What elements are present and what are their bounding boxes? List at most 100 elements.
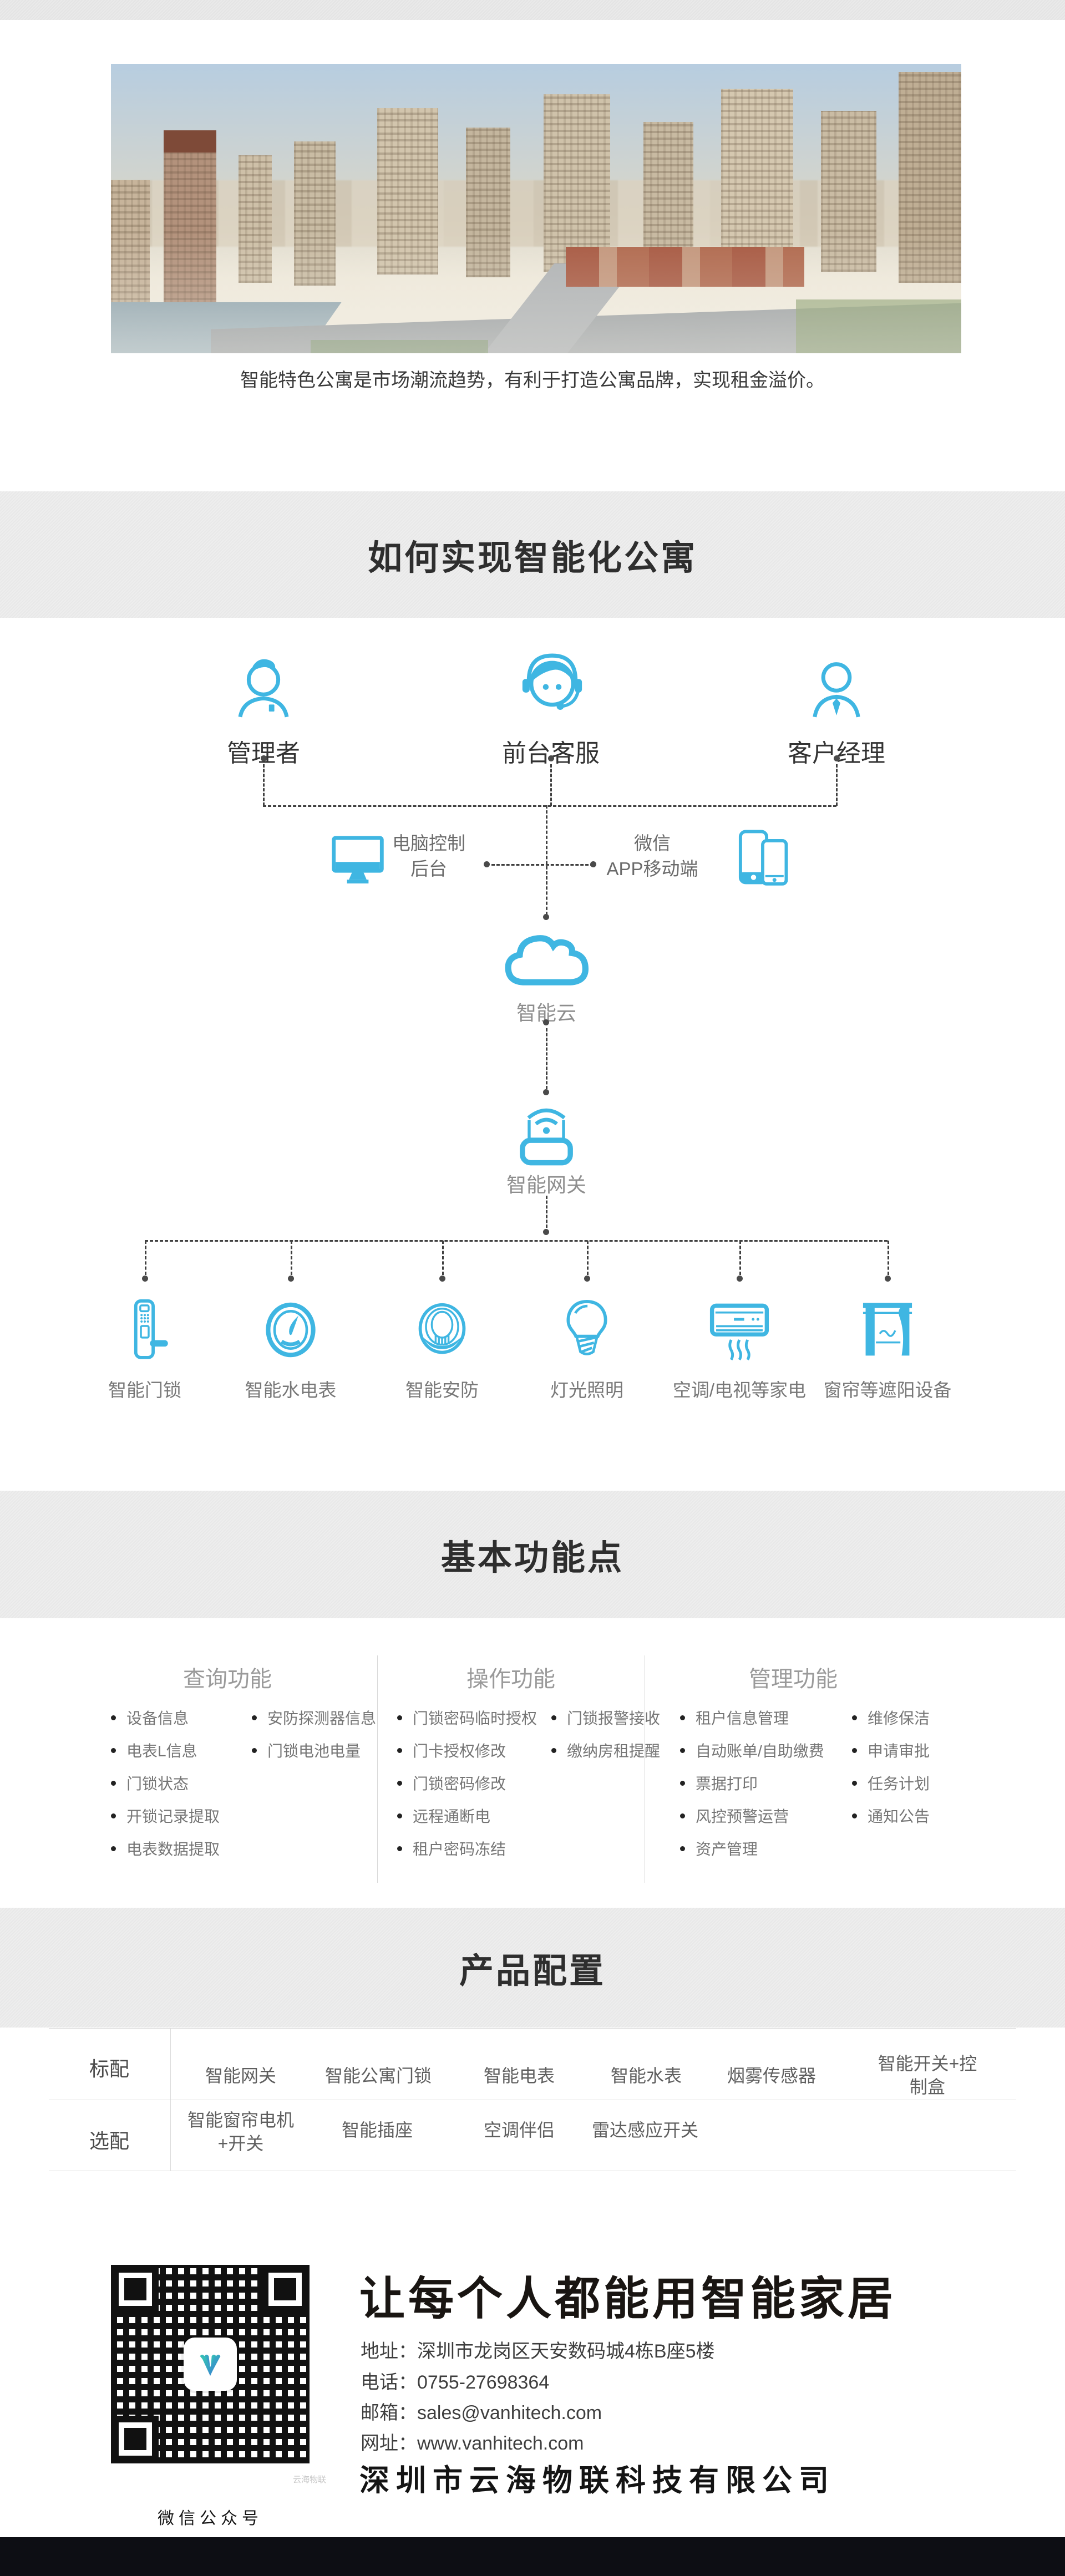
table-divider	[170, 2028, 171, 2171]
connector-dot	[737, 1276, 743, 1282]
hero-photo	[111, 64, 961, 353]
connector-line	[442, 1241, 444, 1275]
connector-line	[546, 1028, 547, 1089]
list-item: 门锁状态	[106, 1775, 220, 1793]
qr-finder-icon	[112, 2266, 159, 2313]
connector-line	[145, 1241, 146, 1275]
section-title-features: 基本功能点	[440, 1539, 624, 1577]
list-item: 申请审批	[848, 1742, 930, 1760]
row-label-optional: 选配	[89, 2130, 129, 2152]
query-function-list-left: 设备信息 电表L信息 门锁状态 开锁记录提取 电表数据提取	[106, 1709, 220, 1873]
light-bulb-icon	[555, 1297, 619, 1363]
photo-green	[311, 340, 488, 353]
section-band-how: 如何实现智能化公寓	[0, 491, 1065, 618]
section-title-how: 如何实现智能化公寓	[367, 539, 697, 577]
query-function-list-right: 安防探测器信息 门锁电池电量	[247, 1709, 376, 1775]
device-label-meter: 智能水电表	[245, 1380, 337, 1400]
photo-tower	[164, 130, 216, 313]
phone-line: 电话：0755-27698364	[361, 2372, 550, 2393]
list-item: 开锁记录提取	[106, 1807, 220, 1826]
product-item: 智能开关+控制盒	[878, 2054, 977, 2097]
list-item: 资产管理	[676, 1840, 824, 1858]
photo-tower	[643, 122, 693, 266]
connector-dot	[288, 1276, 294, 1282]
qr-finder-icon	[262, 2266, 308, 2313]
list-item: 票据打印	[676, 1775, 824, 1793]
function-column-title-query: 查询功能	[183, 1667, 272, 1691]
connector-dot	[590, 861, 596, 867]
operate-function-list-left: 门锁密码临时授权 门卡授权修改 门锁密码修改 远程通断电 租户密码冻结	[393, 1709, 537, 1873]
wechat-label-line1: 微信	[634, 833, 671, 853]
top-texture-strip	[0, 0, 1065, 20]
list-item: 设备信息	[106, 1709, 220, 1728]
list-item: 电表数据提取	[106, 1840, 220, 1858]
function-column-title-manage: 管理功能	[749, 1667, 838, 1691]
connector-line	[291, 1241, 292, 1275]
account-manager-icon	[798, 653, 875, 731]
product-item: 智能网关	[205, 2066, 277, 2086]
photo-tower	[377, 108, 438, 275]
product-item: 智能公寓门锁	[324, 2066, 432, 2086]
list-item: 缴纳房租提醒	[547, 1742, 660, 1760]
vanhi-logo-icon	[184, 2338, 237, 2391]
gateway-label: 智能网关	[506, 1173, 586, 1196]
product-item: 空调伴侣	[483, 2120, 555, 2140]
product-item: 智能窗帘电机+开关	[187, 2110, 294, 2153]
connector-dot	[834, 755, 840, 761]
connector-dot	[261, 755, 267, 761]
website-line: 网址：www.vanhitech.com	[361, 2433, 584, 2454]
connector-line	[491, 864, 594, 866]
section-title-products: 产品配置	[459, 1952, 606, 1990]
photo-tower	[466, 128, 510, 277]
connector-dot	[543, 914, 549, 920]
list-item: 门卡授权修改	[393, 1742, 537, 1760]
connector-line	[550, 764, 552, 806]
connector-line	[145, 1240, 888, 1242]
connector-line	[739, 1241, 741, 1275]
list-item: 风控预警运营	[676, 1807, 824, 1826]
photo-tower	[721, 89, 793, 272]
device-label-security: 智能安防	[405, 1380, 479, 1400]
curtain-icon	[855, 1297, 920, 1363]
computer-label-line1: 电脑控制	[392, 833, 465, 853]
connector-dot	[885, 1276, 891, 1282]
photo-green	[796, 299, 961, 353]
photo-tower	[239, 155, 272, 283]
list-item: 门锁密码修改	[393, 1775, 537, 1793]
role-label-account: 客户经理	[788, 740, 885, 767]
connector-line	[546, 1196, 547, 1228]
list-item: 门锁密码临时授权	[393, 1709, 537, 1728]
computer-backend-label: 电脑控制 后台	[365, 831, 493, 882]
device-label-lock: 智能门锁	[108, 1380, 181, 1400]
product-item: 智能插座	[341, 2120, 413, 2140]
section-band-products: 产品配置	[0, 1908, 1065, 2028]
list-item: 租户信息管理	[676, 1709, 824, 1728]
list-item: 门锁报警接收	[547, 1709, 660, 1728]
list-item: 安防探测器信息	[247, 1709, 376, 1728]
qr-finder-icon	[112, 2416, 159, 2462]
photo-tower	[899, 72, 961, 283]
table-line	[49, 2028, 1016, 2029]
section-band-features: 基本功能点	[0, 1491, 1065, 1618]
row-label-standard: 标配	[89, 2057, 129, 2080]
footer-headline: 让每个人都能用智能家居	[359, 2272, 897, 2325]
photo-tower	[821, 111, 876, 272]
meter-icon	[258, 1297, 323, 1363]
wechat-qr-code	[106, 2260, 314, 2468]
list-item: 电表L信息	[106, 1742, 220, 1760]
product-item: 烟雾传感器	[727, 2066, 816, 2086]
wechat-app-label: 微信 APP移动端	[575, 831, 730, 882]
company-name: 深圳市云海物联科技有限公司	[359, 2464, 835, 2497]
connector-line	[888, 1241, 889, 1275]
role-label-manager: 管理者	[227, 740, 300, 767]
list-item: 自动账单/自助缴费	[676, 1742, 824, 1760]
gateway-icon	[509, 1101, 584, 1166]
qr-caption: 微信公众号	[158, 2509, 263, 2528]
security-siren-icon	[410, 1297, 474, 1363]
connector-line	[836, 764, 838, 806]
function-column-title-operate: 操作功能	[466, 1667, 555, 1691]
support-agent-icon	[512, 650, 592, 730]
connector-dot	[584, 1276, 590, 1282]
cloud-icon	[502, 925, 591, 992]
